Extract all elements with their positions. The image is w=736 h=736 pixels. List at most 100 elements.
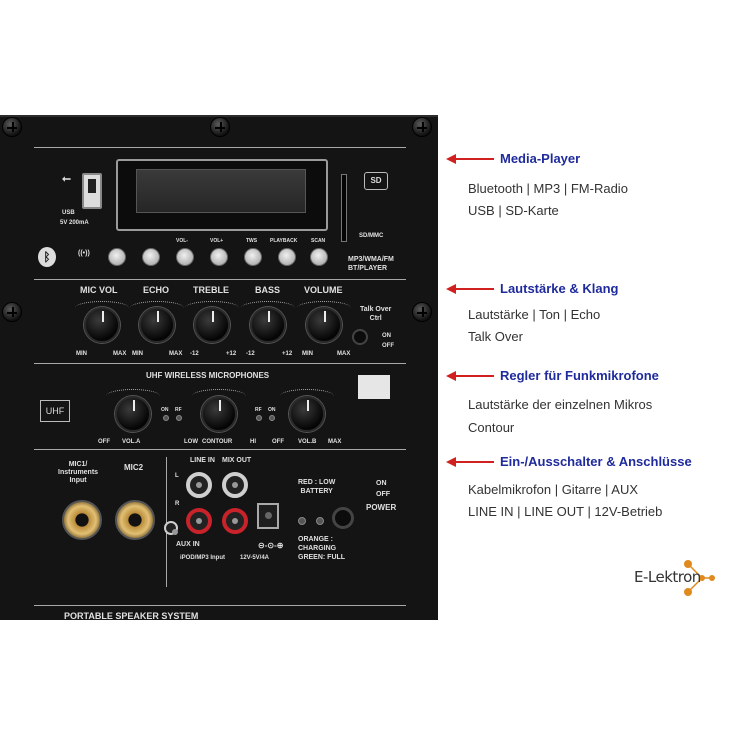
led-indicator — [256, 415, 262, 421]
wireless-title: UHF WIRELESS MICROPHONES — [146, 371, 270, 380]
treble-knob[interactable] — [194, 307, 230, 343]
mic1-label: MIC1/ Instruments Input — [58, 461, 99, 484]
talk-over-on-label: ON — [382, 333, 391, 339]
speaker-control-panel: ⭠ USB 5V 200mA SD SD/MMC MP3/WMA/FM BT/P… — [0, 115, 438, 621]
vol-up-button[interactable] — [210, 248, 228, 266]
vol-down-button[interactable] — [176, 248, 194, 266]
tws-label: TWS — [246, 238, 258, 244]
left-channel-label: L — [175, 473, 179, 479]
power-on-label: ON — [376, 480, 387, 487]
line-in-right-jack[interactable] — [186, 508, 212, 534]
uhf-badge: UHF — [40, 400, 70, 422]
aux-in-label: AUX IN — [176, 541, 200, 548]
aux-in-jack[interactable] — [164, 521, 178, 535]
screw-icon — [412, 117, 432, 137]
vol-down-label: VOL- — [176, 238, 188, 244]
talk-over-label: Talk Over Ctrl — [360, 306, 392, 322]
scan-button[interactable] — [310, 248, 328, 266]
dc-symbol-icon: ⊝-⊙-⊕ — [258, 541, 284, 550]
dc-power-jack[interactable] — [257, 503, 279, 529]
mode-button[interactable] — [108, 248, 126, 266]
annotation-wireless-line-1: Lautstärke der einzelnen Mikros — [468, 397, 653, 412]
charging-label: ORANGE : CHARGING GREEN: FULL — [298, 536, 346, 561]
screw-icon — [2, 117, 22, 137]
power-switch[interactable] — [332, 507, 354, 529]
vol-b-max: MAX — [328, 439, 342, 445]
vol-a-knob[interactable] — [115, 396, 151, 432]
annotation-volume-line-2: Talk Over — [468, 329, 523, 344]
ipod-input-label: iPOD/MP3 Input — [180, 555, 225, 561]
divider — [34, 449, 406, 450]
power-label: POWER — [366, 503, 397, 512]
format-label: MP3/WMA/FM BT/PLAYER — [348, 256, 394, 272]
contour-label: CONTOUR — [202, 439, 233, 445]
mic2-label: MIC2 — [124, 463, 144, 472]
vol-a-min: OFF — [98, 439, 110, 445]
mic-vol-label: MIC VOL — [80, 285, 118, 295]
volume-label: VOLUME — [304, 285, 343, 295]
battery-led — [298, 517, 306, 525]
arrow-left-icon — [446, 371, 494, 381]
talk-over-button[interactable] — [352, 329, 368, 345]
led-indicator — [176, 415, 182, 421]
lcd-display — [116, 159, 328, 231]
playback-button[interactable] — [278, 248, 296, 266]
divider — [34, 147, 406, 148]
tws-button[interactable] — [244, 248, 262, 266]
led-on-b-label: ON — [268, 407, 276, 413]
usb-power-label: 5V 200mA — [60, 220, 89, 226]
right-channel-label: R — [175, 501, 180, 507]
treble-max: +12 — [226, 351, 237, 357]
divider — [34, 605, 406, 606]
volume-min: MIN — [302, 351, 313, 357]
vol-a-max: VOL.A — [122, 439, 141, 445]
panel-footer: PORTABLE SPEAKER SYSTEM — [64, 611, 199, 621]
volume-knob[interactable] — [306, 307, 342, 343]
contour-knob[interactable] — [201, 396, 237, 432]
battery-label: RED : LOW BATTERY — [298, 479, 336, 495]
playback-label: PLAYBACK — [270, 238, 298, 244]
sd-card-slot[interactable] — [341, 174, 347, 242]
contour-low: LOW — [184, 439, 198, 445]
brand-logo: E-Lektron — [630, 556, 716, 600]
line-in-left-jack[interactable] — [186, 472, 212, 498]
led-rf-b-label: RF — [255, 407, 262, 413]
usb-symbol-icon: ⭠ — [62, 173, 71, 185]
led-indicator — [163, 415, 169, 421]
led-on-a-label: ON — [161, 407, 169, 413]
annotation-wireless-title: Regler für Funkmikrofone — [500, 368, 659, 383]
mic2-input-jack[interactable] — [115, 500, 155, 540]
annotation-wireless-line-2: Contour — [468, 420, 515, 435]
bass-knob[interactable] — [250, 307, 286, 343]
bass-min: -12 — [246, 351, 255, 357]
usb-port[interactable] — [82, 173, 102, 209]
volume-max: MAX — [337, 351, 351, 357]
mix-out-label: MIX OUT — [222, 457, 252, 464]
bass-max: +12 — [282, 351, 293, 357]
sd-slot-label: SD/MMC — [359, 233, 384, 239]
annotation-media-player-line-1: Bluetooth | MP3 | FM-Radio — [468, 181, 628, 196]
treble-label: TREBLE — [193, 285, 229, 295]
echo-max: MAX — [169, 351, 183, 357]
eq-button[interactable] — [142, 248, 160, 266]
vol-b-label: VOL.B — [298, 439, 317, 445]
line-in-label: LINE IN — [190, 457, 215, 464]
annotation-volume-line-1: Lautstärke | Ton | Echo — [468, 307, 601, 322]
bass-label: BASS — [255, 285, 281, 295]
arrow-left-icon — [446, 457, 494, 467]
frequency-sticker — [358, 375, 390, 399]
vol-b-knob[interactable] — [289, 396, 325, 432]
dc-spec-label: 12V-5V/4A — [240, 555, 270, 561]
contour-hi: HI — [250, 439, 256, 445]
annotation-connections-title: Ein-/Ausschalter & Anschlüsse — [500, 454, 692, 469]
mic1-input-jack[interactable] — [62, 500, 102, 540]
echo-knob[interactable] — [139, 307, 175, 343]
power-off-label: OFF — [376, 491, 390, 498]
mix-out-left-jack[interactable] — [222, 472, 248, 498]
annotation-media-player-title: Media-Player — [500, 151, 581, 166]
mic-vol-knob[interactable] — [84, 307, 120, 343]
mix-out-right-jack[interactable] — [222, 508, 248, 534]
usb-label: USB — [62, 210, 75, 216]
divider — [34, 279, 406, 280]
charging-led — [316, 517, 324, 525]
